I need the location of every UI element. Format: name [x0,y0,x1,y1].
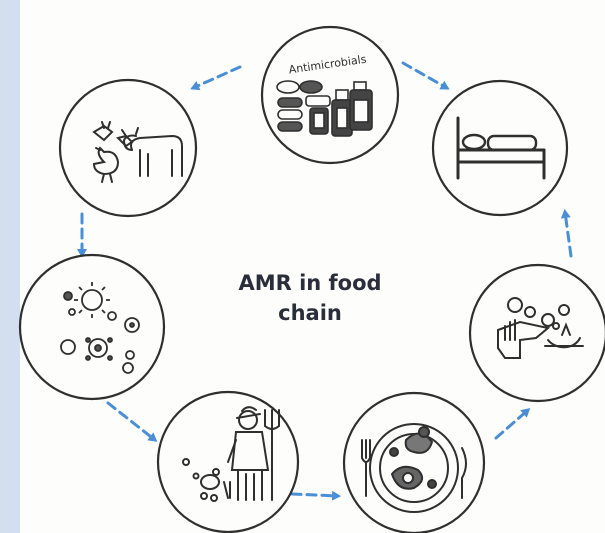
farmer-icon [182,406,280,502]
node-dishwashing [468,263,605,403]
dishwashing-hands-icon [497,297,584,359]
livestock-icon [92,121,183,183]
node-bacteria [18,253,166,401]
arrow-bacteria-to-farmer [106,401,158,442]
left-margin-bar [0,0,20,533]
hospital-bed-icon [456,116,546,180]
food-plate-icon [361,423,467,513]
diagram-center-label: AMR in food chain [210,268,410,328]
bacteria-icon [60,282,140,374]
arrow-antimicrobials-to-livestock [190,65,242,91]
center-label-line2: chain [278,301,342,325]
center-label-line1: AMR in food [238,271,382,295]
arrow-dishwashing-to-bed [560,209,573,258]
arrow-plate-to-dishwashing [494,408,531,440]
arrow-antimicrobials-to-bed [401,61,450,90]
arrow-farmer-to-plate [290,490,341,501]
node-antimicrobials [260,25,400,165]
node-food-plate [342,391,486,533]
node-hospital-bed [431,79,569,217]
